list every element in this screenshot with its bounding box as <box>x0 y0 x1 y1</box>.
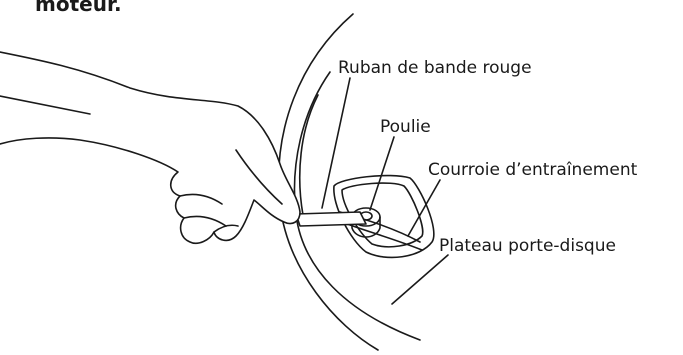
leader-plateau <box>392 255 448 304</box>
label-disc-tray: Plateau porte-disque <box>439 236 616 256</box>
label-red-tape: Ruban de bande rouge <box>338 58 532 78</box>
label-drive-belt: Courroie d’entraînement <box>428 160 637 180</box>
tray-inner-rim <box>294 72 420 340</box>
leader-poulie <box>370 137 394 210</box>
hand-outline <box>0 52 300 243</box>
red-tape-ribbon <box>296 212 366 226</box>
leader-courroie <box>408 180 440 236</box>
label-pulley: Poulie <box>380 117 431 137</box>
